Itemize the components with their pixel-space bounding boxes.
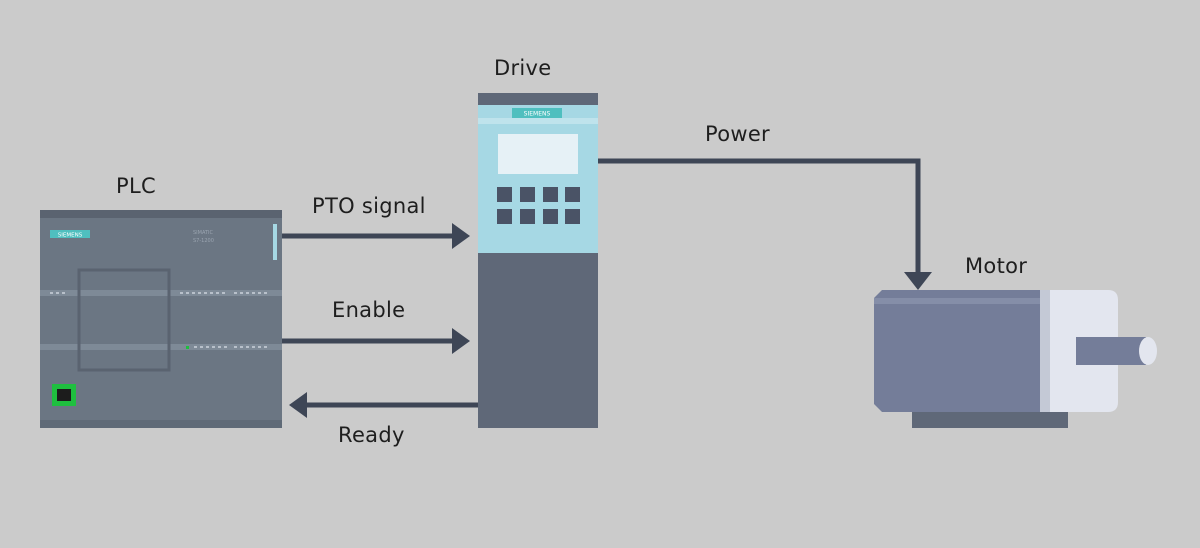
drive-power-module	[478, 253, 598, 428]
drive-keypad	[497, 187, 580, 224]
plc-terminal-strip-top	[40, 290, 282, 296]
pto-signal-label: PTO signal	[312, 194, 426, 218]
drive-device: SIEMENS	[478, 93, 598, 428]
motor-body	[874, 290, 1046, 412]
power-arrowhead	[904, 272, 932, 290]
plc-cover-panel	[77, 268, 171, 372]
plc-model-line1: SIMATIC	[193, 230, 214, 236]
plc-terminal-strip-bottom	[40, 344, 282, 350]
plc-ethernet-jack	[57, 389, 71, 401]
plc-bottom-edge	[40, 420, 282, 428]
plc-brand-text: SIEMENS	[58, 233, 83, 239]
plc-terminal-dots-bottom	[194, 346, 267, 348]
ready-label: Ready	[338, 423, 405, 447]
plc-brand-badge	[50, 230, 90, 238]
motor-device	[874, 290, 1157, 428]
motor-end-cap-ring	[1040, 290, 1050, 412]
connection-lines	[282, 158, 921, 408]
arrowheads	[289, 223, 932, 418]
motor-shaft	[1076, 337, 1146, 365]
enable-label: Enable	[332, 298, 406, 322]
plc-label: PLC	[116, 174, 156, 198]
motor-label: Motor	[965, 254, 1028, 278]
drive-top-cap	[478, 93, 598, 105]
motor-body-highlight	[874, 298, 1046, 304]
enable-arrowhead	[452, 328, 470, 354]
drive-display-screen	[498, 134, 578, 174]
power-line	[598, 158, 921, 274]
ready-arrowhead	[289, 392, 307, 418]
drive-control-panel	[478, 105, 598, 253]
plc-top-edge	[40, 210, 282, 218]
plc-terminal-dots-top	[50, 292, 267, 294]
pto-signal-arrowhead	[452, 223, 470, 249]
plc-model-line2: S7-1200	[193, 238, 214, 244]
plc-status-led	[186, 346, 189, 349]
drive-brand-badge	[512, 108, 562, 118]
plc-side-led	[273, 224, 277, 260]
power-label: Power	[705, 122, 770, 146]
drive-label: Drive	[494, 56, 552, 80]
drive-brand-text: SIEMENS	[524, 111, 551, 118]
plc-device: SIEMENS SIMATIC S7-1200	[40, 210, 282, 428]
motor-shaft-end	[1139, 337, 1157, 365]
plc-body	[40, 210, 282, 428]
drive-panel-highlight	[478, 118, 598, 124]
